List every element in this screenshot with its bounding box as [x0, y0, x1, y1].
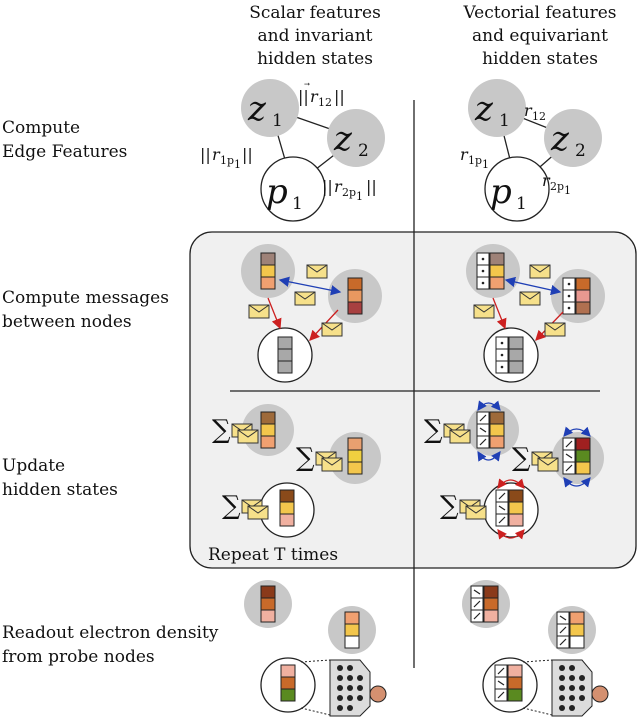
- update-scalar: [211, 404, 381, 538]
- svg-text:r: r: [542, 171, 551, 190]
- header-scalar: Scalar features and invariant hidden sta…: [249, 3, 381, 69]
- svg-text:z: z: [474, 89, 494, 129]
- svg-text:||: ||: [322, 177, 333, 196]
- svg-text:||: ||: [334, 87, 345, 106]
- svg-text:⃗: ⃗: [304, 82, 310, 86]
- svg-text:2: 2: [358, 141, 369, 161]
- svg-text:||: ||: [242, 145, 253, 164]
- svg-text:1: 1: [356, 190, 363, 203]
- row-label-messages: Compute messages between nodes: [2, 288, 169, 332]
- readout-vector: [462, 580, 609, 717]
- svg-text:1p: 1p: [468, 154, 482, 167]
- messages-scalar: [241, 244, 382, 383]
- atom-node-z1: [241, 79, 299, 137]
- svg-text:z: z: [550, 119, 570, 159]
- update-vector: [423, 400, 604, 540]
- row-label-readout: Readout electron density from probe node…: [2, 623, 219, 667]
- probe-node-p1: [260, 156, 326, 222]
- readout-scalar: [244, 580, 387, 717]
- svg-text:p: p: [266, 172, 288, 212]
- svg-text:1: 1: [292, 194, 303, 214]
- svg-text:r: r: [212, 145, 221, 164]
- atom-node-z2: [327, 109, 385, 167]
- svg-text:1: 1: [234, 158, 241, 171]
- node-label-z1-a: z: [247, 89, 267, 129]
- svg-text:2: 2: [575, 141, 586, 161]
- svg-text:||: ||: [366, 177, 377, 196]
- svg-text:r: r: [524, 101, 533, 120]
- row-label-edge: Compute Edge Features: [2, 118, 128, 162]
- svg-text:||: ||: [200, 145, 211, 164]
- svg-text:2p: 2p: [550, 180, 564, 193]
- svg-text:12: 12: [318, 96, 332, 109]
- messages-vector: [466, 244, 605, 383]
- svg-text:1p: 1p: [220, 154, 234, 167]
- svg-text:12: 12: [532, 110, 546, 123]
- svg-text:r: r: [460, 145, 469, 164]
- edge-graph-scalar: z 1 z 2 p 1 || r ⃗ 12 || || r 1p 1 || ||…: [200, 79, 385, 222]
- svg-text:r: r: [334, 177, 343, 196]
- header-vector: Vectorial features and equivariant hidde…: [463, 3, 617, 69]
- svg-text:1: 1: [499, 111, 510, 131]
- svg-text:1: 1: [516, 194, 527, 214]
- repeat-label: Repeat T times: [208, 545, 339, 565]
- svg-text:r: r: [310, 87, 319, 106]
- svg-text:z: z: [333, 119, 353, 159]
- svg-text:1: 1: [482, 158, 489, 171]
- svg-text:1: 1: [272, 111, 283, 131]
- svg-text:||: ||: [298, 87, 309, 106]
- svg-text:1: 1: [564, 184, 571, 197]
- edge-graph-vector: z 1 z 2 p 1 r 12 r 1p 1 r 2p 1: [460, 79, 602, 222]
- svg-text:2p: 2p: [342, 186, 356, 199]
- svg-text:p: p: [490, 172, 512, 212]
- row-label-update: Update hidden states: [2, 456, 118, 500]
